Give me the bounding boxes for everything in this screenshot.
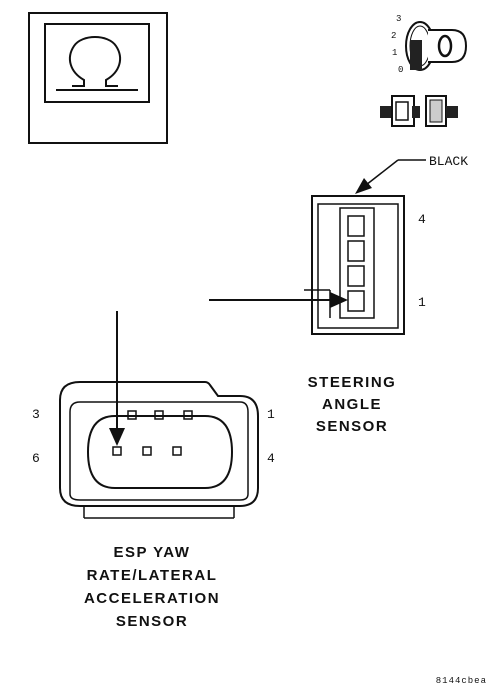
steering-pin-4: 4: [418, 212, 426, 227]
esp-pin6-arrow: [109, 311, 125, 446]
ignition-pos-2: 2: [391, 31, 396, 41]
esp-yaw-connector: [59, 381, 259, 519]
esp-pin-1: 1: [267, 407, 275, 422]
steering-caption-line3: SENSOR: [316, 418, 388, 435]
steering-angle-connector: [304, 195, 405, 335]
esp-pin-6: 6: [32, 451, 40, 466]
esp-caption: ESP YAW RATE/LATERAL ACCELERATION SENSOR: [84, 544, 220, 630]
steering-caption-line2: ANGLE: [322, 396, 382, 413]
esp-caption-line4: SENSOR: [116, 613, 188, 630]
esp-pin-4: 4: [267, 451, 275, 466]
esp-pin-3: 3: [32, 407, 40, 422]
esp-caption-line2: RATE/LATERAL: [87, 567, 218, 584]
steering-pin1-arrow: [209, 292, 348, 308]
ignition-pos-3: 3: [396, 14, 401, 24]
steering-caption-line1: STEERING: [308, 374, 397, 391]
wire-color-label: BLACK: [429, 154, 468, 169]
ohmmeter-icon: Ω: [28, 12, 168, 144]
connector-disconnect-icon: [380, 95, 458, 127]
black-wire-pointer: [355, 159, 426, 194]
ignition-pos-0: 0: [398, 65, 403, 75]
ignition-pos-1: 1: [392, 48, 397, 58]
steering-caption: STEERING ANGLE SENSOR: [308, 374, 397, 435]
esp-caption-line3: ACCELERATION: [84, 590, 220, 607]
steering-pin-1: 1: [418, 295, 426, 310]
figure-reference: 8144cbea: [436, 676, 487, 686]
esp-caption-line1: ESP YAW: [114, 544, 191, 561]
ignition-key-icon: 3 2 1 0: [391, 14, 468, 75]
ohmmeter-symbol: Ω: [97, 77, 98, 79]
